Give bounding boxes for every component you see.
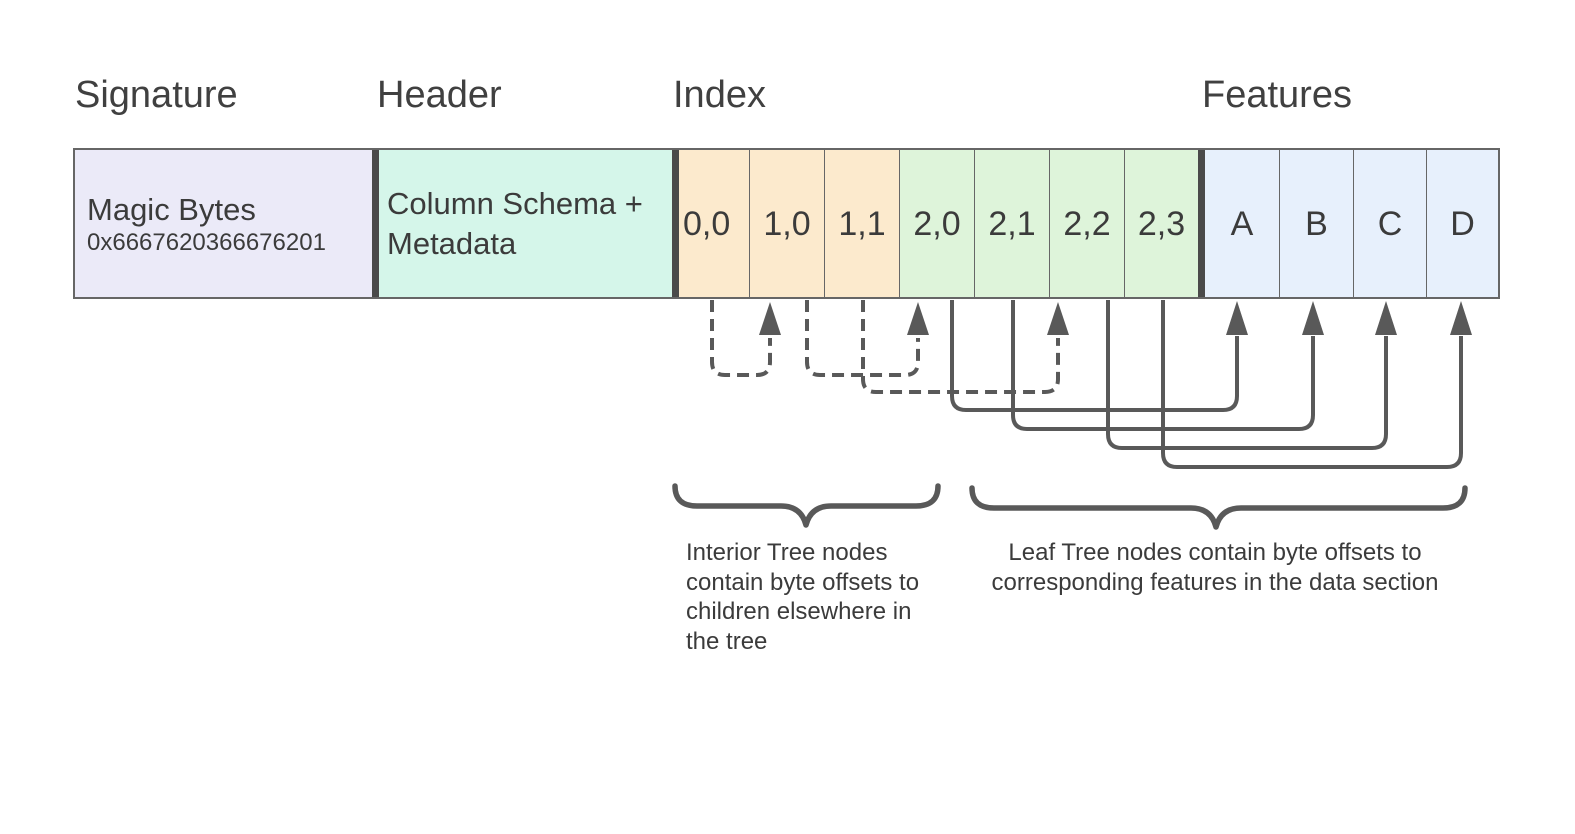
section-label-signature: Signature xyxy=(75,74,238,116)
magic-bytes-hex: 0x6667620366676201 xyxy=(87,228,326,256)
index-cell-0-0: 0,0 xyxy=(679,150,749,297)
arrow-dashed-00-to-10 xyxy=(710,300,772,377)
section-label-features: Features xyxy=(1202,74,1352,116)
index-cell-2-0: 2,0 xyxy=(899,150,974,297)
index-cell-1-1: 1,1 xyxy=(824,150,899,297)
section-label-header: Header xyxy=(377,74,502,116)
arrowhead-up-icon-22 xyxy=(1047,302,1069,335)
cell-header: Column Schema + Metadata xyxy=(379,150,672,297)
feature-cell-c: C xyxy=(1353,150,1426,297)
arrowhead-up-icon-d xyxy=(1450,301,1472,335)
section-divider-signature-header xyxy=(372,150,379,297)
arrow-solid-23-to-d xyxy=(1161,300,1463,469)
leaf-note: Leaf Tree nodes contain byte offsets to … xyxy=(991,539,1439,596)
header-text: Column Schema + Metadata xyxy=(387,185,643,261)
brace-leaf-nodes xyxy=(969,485,1468,530)
feature-cell-b: B xyxy=(1279,150,1353,297)
index-cell-1-0: 1,0 xyxy=(749,150,824,297)
arrowhead-up-icon-20 xyxy=(907,302,929,335)
feature-cell-a: A xyxy=(1205,150,1279,297)
index-cell-2-1: 2,1 xyxy=(974,150,1049,297)
arrow-solid-22-to-c xyxy=(1106,300,1388,450)
arrowhead-up-icon-10 xyxy=(759,302,781,335)
section-divider-header-index xyxy=(672,150,679,297)
magic-bytes-title: Magic Bytes xyxy=(87,191,256,227)
arrow-dashed-10-to-20 xyxy=(805,300,920,377)
arrowhead-up-icon-a xyxy=(1226,301,1248,335)
cell-signature: Magic Bytes 0x6667620366676201 xyxy=(75,150,372,297)
arrow-solid-21-to-b xyxy=(1011,300,1315,431)
feature-cell-d: D xyxy=(1426,150,1498,297)
arrowhead-up-icon-c xyxy=(1375,301,1397,335)
section-divider-index-features xyxy=(1198,150,1205,297)
index-cell-2-3: 2,3 xyxy=(1124,150,1198,297)
section-label-index: Index xyxy=(673,74,766,116)
arrow-dashed-11-to-22 xyxy=(861,300,1060,394)
byte-layout-row: Magic Bytes 0x6667620366676201 Column Sc… xyxy=(73,148,1500,299)
interior-note: Interior Tree nodes contain byte offsets… xyxy=(686,539,920,655)
arrow-solid-20-to-a xyxy=(950,300,1239,412)
brace-interior-nodes xyxy=(672,483,941,528)
arrowhead-up-icon-b xyxy=(1302,301,1324,335)
index-cell-2-2: 2,2 xyxy=(1049,150,1124,297)
